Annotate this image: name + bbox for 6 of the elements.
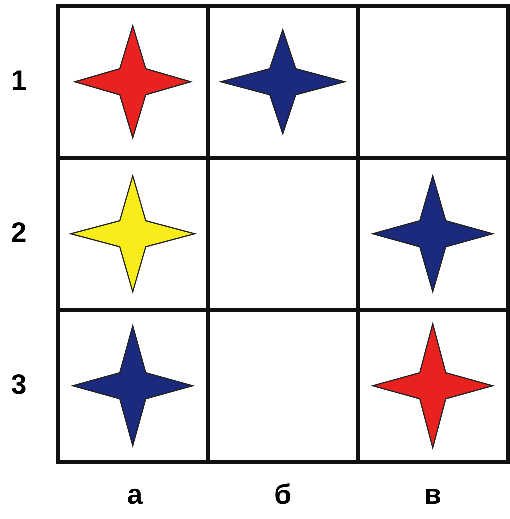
row-number: 2 [10, 218, 28, 248]
column-letter: а [126, 480, 144, 510]
column-letter: б [273, 480, 293, 510]
row-number: 1 [10, 66, 28, 96]
column-letter: в [423, 480, 443, 510]
row-number: 3 [10, 370, 28, 400]
